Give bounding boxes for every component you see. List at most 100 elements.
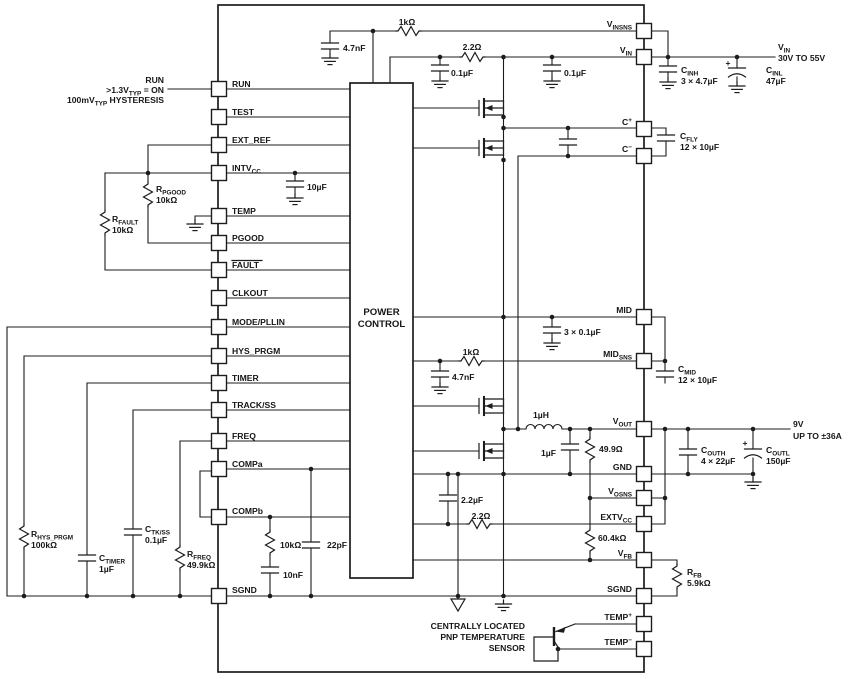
label-rfb-val: 5.9kΩ (687, 578, 711, 588)
pin-sgnd-right (635, 587, 653, 605)
pin-extvcc (635, 515, 653, 533)
pin-label-hys-prgm: HYS_PRGM (232, 346, 280, 356)
label-couth-name: COUTH (701, 445, 726, 458)
label-cinh-name: CINH (681, 65, 699, 78)
ground-icon (431, 76, 449, 89)
ground-icon (744, 477, 762, 490)
cap-comp-22p (301, 541, 321, 549)
label-rpgood-val: 10kΩ (156, 195, 177, 205)
label-r-sw: 49.9Ω (599, 444, 623, 454)
pin-ext-ref (210, 136, 228, 154)
cap-4n7-top (320, 42, 340, 50)
pin-label-test: TEST (232, 107, 255, 117)
mosfet-m4 (477, 440, 505, 462)
resistor-rfreq (174, 544, 186, 571)
pin-vinsns (635, 22, 653, 40)
label-c-comp: 10nF (283, 570, 303, 580)
cap-tkss (123, 528, 143, 536)
ground-icon (728, 81, 746, 94)
pin-label-vin: VIN (620, 45, 633, 58)
wires (6, 30, 791, 650)
cap-couth (678, 448, 698, 456)
pin-label-extvcc: EXTVCC (600, 512, 632, 525)
label-c-intvcc: 10µF (307, 182, 327, 192)
pin-label-vinsns: VINSNS (607, 19, 633, 32)
resistor-midsns-filter (458, 355, 485, 367)
label-rfb-name: RFB (687, 567, 702, 580)
label-rhys-val: 100kΩ (31, 540, 57, 550)
pin-intvcc (210, 164, 228, 182)
label-cinl-plus: + (725, 58, 730, 68)
label-couth-val: 4 × 22µF (701, 456, 735, 466)
pin-vfb (635, 551, 653, 569)
sensor-note: CENTRALLY LOCATED PNP TEMPERATURE SENSOR (431, 621, 526, 653)
cap-cinl-polarized (727, 67, 747, 78)
pin-label-fault: FAULT (232, 260, 260, 270)
resistor-vin-filter (459, 51, 486, 63)
right-pin-labels: VINSNS VIN C+ C− MID MIDSNS VOUT GND VOS… (600, 19, 632, 647)
pin-freq (210, 432, 228, 450)
pin-label-c-plus: C+ (622, 117, 632, 127)
pin-timer (210, 374, 228, 392)
io-annotations: VIN 30V TO 55V 9V UP TO ±36A (778, 42, 842, 441)
cap-intvcc-10u (285, 180, 305, 188)
label-ctimer-val: 1µF (99, 564, 114, 574)
pin-label-temp-plus: TEMP+ (604, 612, 632, 622)
ground-icon (321, 53, 339, 66)
label-c-top: 4.7nF (343, 43, 365, 53)
label-cinl-val: 47µF (766, 76, 786, 86)
label-coutl-val: 150µF (766, 456, 791, 466)
cap-0u1-b (542, 64, 562, 72)
cap-timer (77, 554, 97, 562)
pin-sgnd-left (210, 587, 228, 605)
mosfet-m2 (477, 137, 505, 159)
cap-midsns-4n7 (430, 370, 450, 378)
ground-icon (286, 193, 304, 206)
cap-mid-hf (542, 326, 562, 334)
pin-hys-prgm (210, 347, 228, 365)
cap-0u1-a (430, 64, 450, 72)
cap-comp-10n (260, 566, 280, 574)
pin-label-pgood: PGOOD (232, 233, 264, 243)
pin-test (210, 108, 228, 126)
label-r-vin: 2.2Ω (463, 42, 482, 52)
pin-label-vfb: VFB (618, 548, 633, 561)
component-labels: 1kΩ 4.7nF 2.2Ω 0.1µF 0.1µF CINH 3 × 4.7µ… (31, 17, 791, 588)
pin-label-compa: COMPa (232, 459, 263, 469)
pnp-transistor (533, 623, 576, 662)
ground-arrow-icon (449, 598, 467, 613)
power-control-block (349, 82, 414, 579)
label-cmid-name: CMID (678, 364, 696, 377)
resistor-rfault (99, 209, 111, 236)
pin-label-temp-minus: TEMP− (604, 637, 632, 647)
mosfet-m3 (477, 395, 505, 417)
label-r-extv: 2.2Ω (472, 511, 491, 521)
ground-icon (431, 382, 449, 395)
cap-coutl-polarized (743, 448, 763, 459)
resistor-vinsns-filter (395, 25, 422, 37)
pin-label-sgnd-right: SGND (607, 584, 632, 594)
label-c-mid-hf: 3 × 0.1µF (564, 327, 601, 337)
resistor-rfb (671, 563, 683, 590)
cap-cmid (655, 370, 675, 378)
label-rhys-name: RHYS_PRGM (31, 529, 73, 542)
label-r-comp: 10kΩ (280, 540, 301, 550)
pin-compa (210, 460, 228, 478)
power-control-label-1: POWER (363, 307, 399, 318)
sensor-note-line1: CENTRALLY LOCATED (431, 621, 525, 631)
label-rfault-name: RFAULT (112, 214, 138, 227)
pin-c-minus (635, 147, 653, 165)
power-control-label-2: CONTROL (358, 319, 406, 330)
ground-icon (543, 76, 561, 89)
label-rpgood-name: RPGOOD (156, 184, 186, 197)
label-cfly-name: CFLY (680, 131, 698, 144)
pin-pgood (210, 234, 228, 252)
pin-label-vosns: VOSNS (608, 486, 633, 499)
pin-label-freq: FREQ (232, 431, 256, 441)
run-note-line3: 100mVTYP HYSTERESIS (67, 95, 164, 108)
pin-temp-minus (635, 640, 653, 658)
run-note-line2: >1.3VTYP = ON (106, 85, 164, 98)
label-c-sw: 1µF (541, 448, 556, 458)
